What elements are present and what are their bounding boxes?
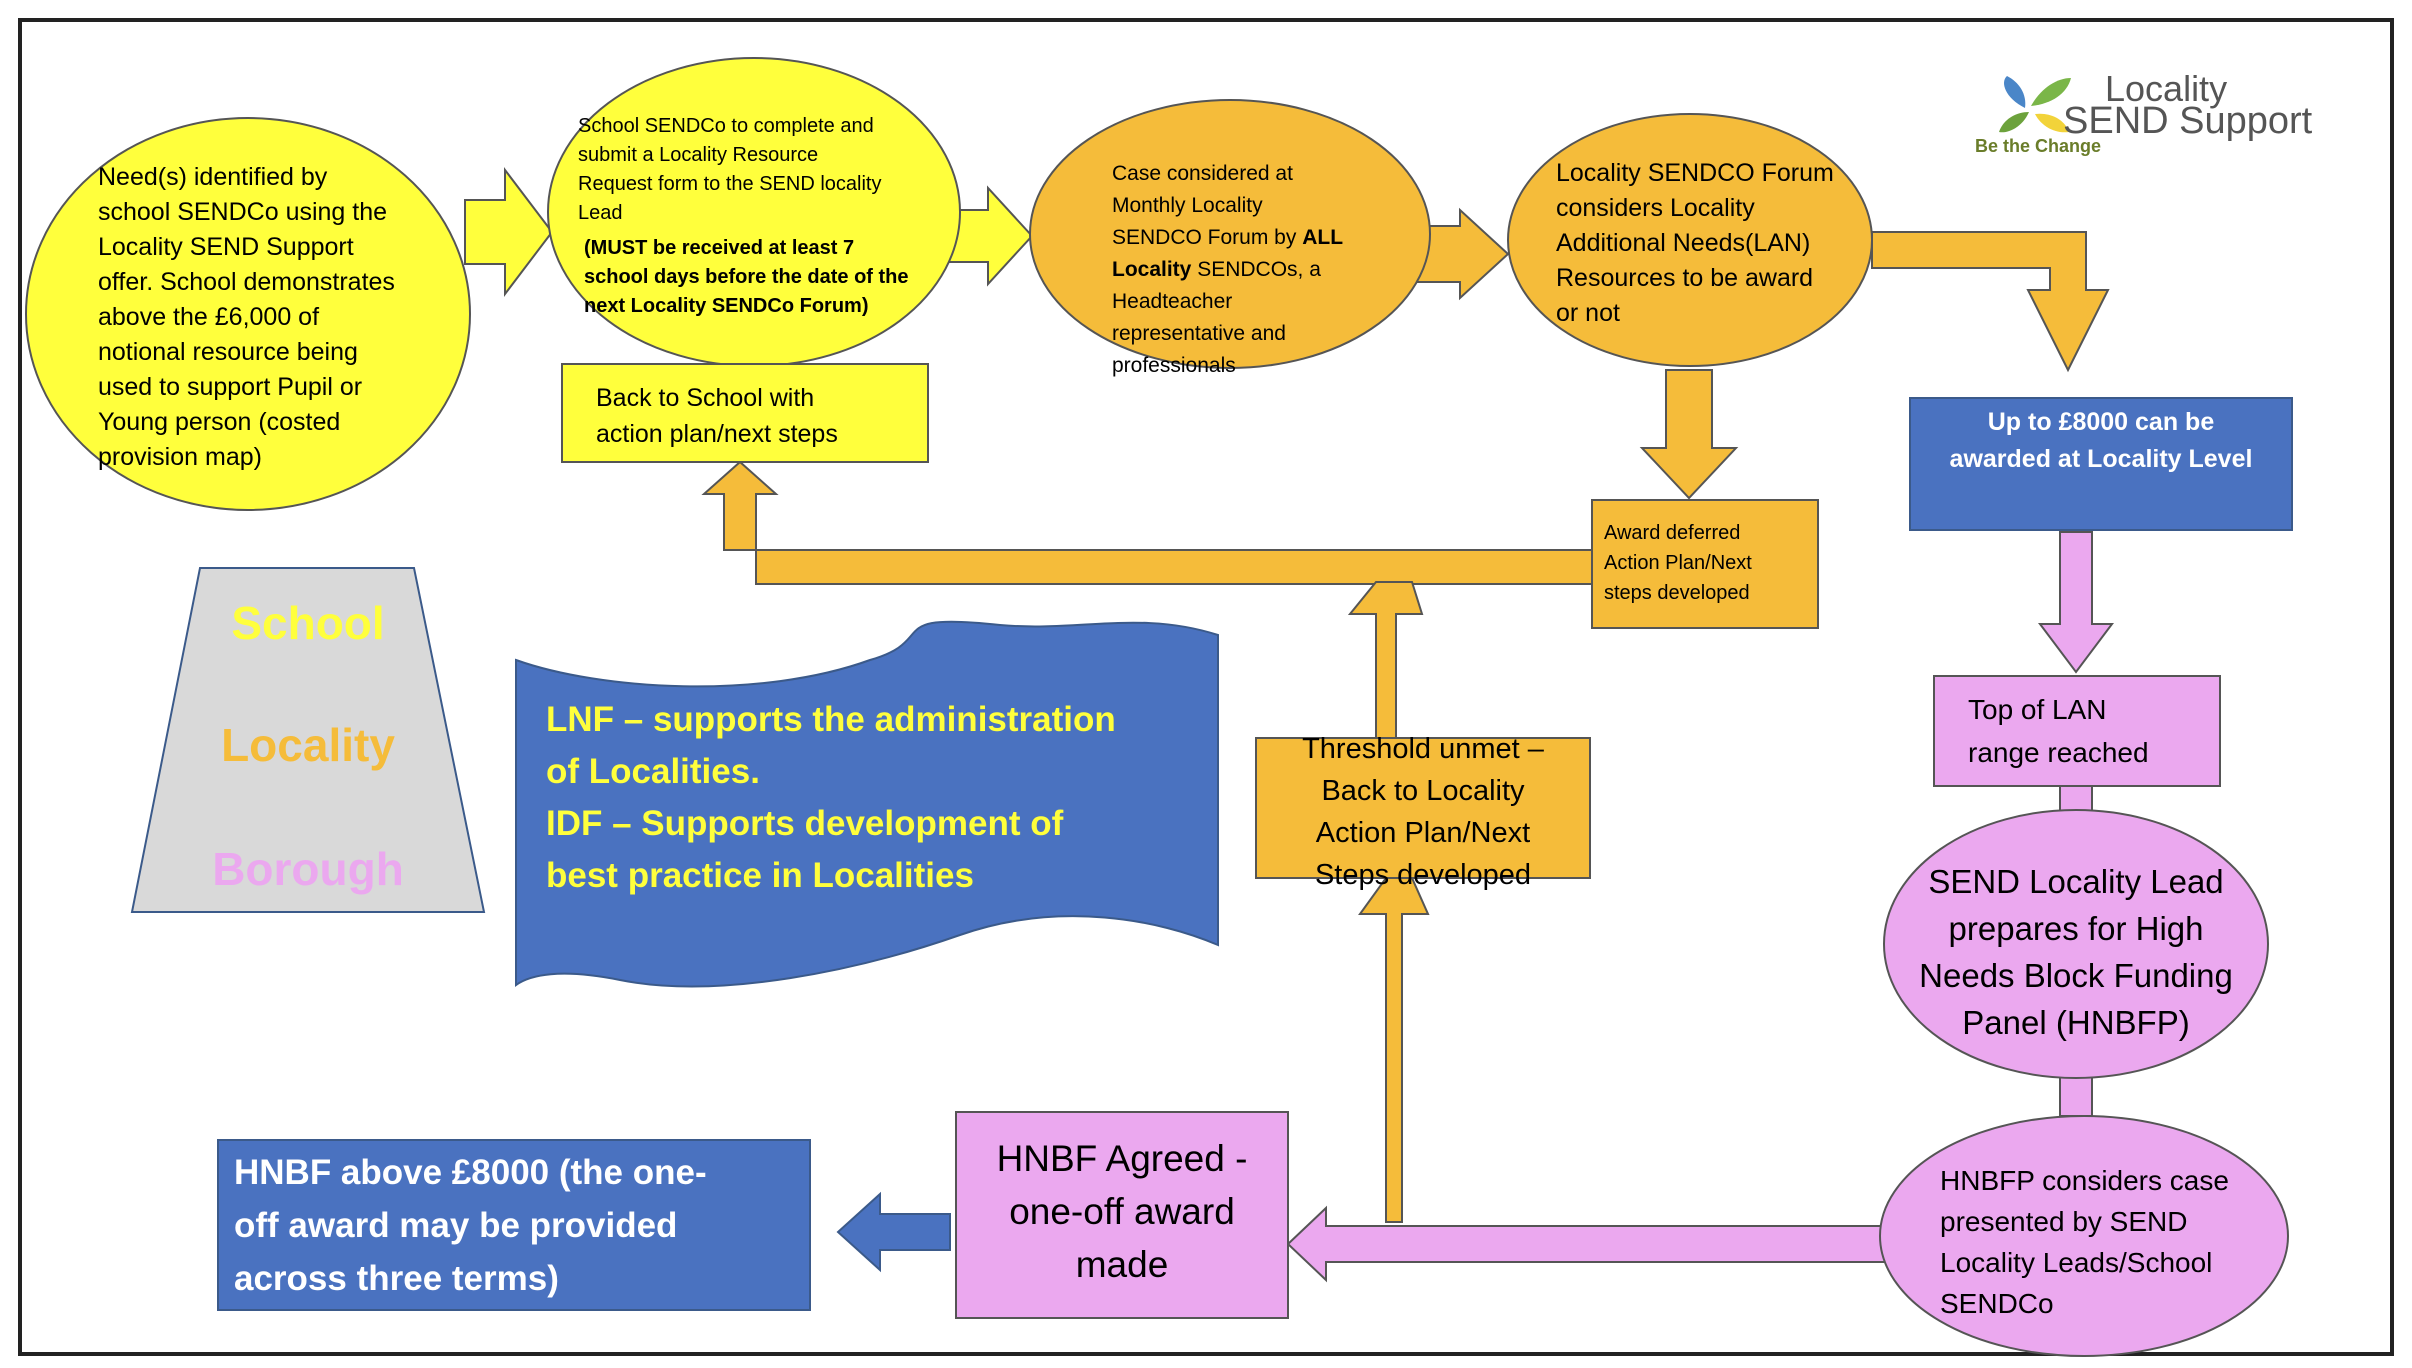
threshold-box xyxy=(1255,737,1591,879)
send-lead-label: SEND Locality Lead prepares for High Nee… xyxy=(1919,863,2233,1041)
top-lan-text: Top of LAN range reached xyxy=(1968,688,2208,774)
arrow-threshold-to-deferred xyxy=(1347,581,1424,739)
pyramid-locality-label: Locality xyxy=(221,719,395,771)
arrow-agreed-to-above xyxy=(836,1191,951,1273)
hnbf-above-text: HNBF above £8000 (the one- off award may… xyxy=(234,1146,814,1305)
pyramid-borough-label: Borough xyxy=(212,843,404,895)
deferred-text: Award deferred Action Plan/Next steps de… xyxy=(1604,518,1814,608)
agreed-box xyxy=(955,1111,1289,1319)
arrow-agreed-to-threshold xyxy=(1358,877,1430,1223)
submit-label: School SENDCo to complete and submit a L… xyxy=(578,115,882,224)
forum-text: Locality SENDCO Forum considers Locality… xyxy=(1556,156,1876,331)
deferred-box xyxy=(1591,499,1819,629)
leaves-icon xyxy=(1999,76,2071,133)
back-school-label: Back to School with action plan/next ste… xyxy=(596,384,838,448)
arrow-hnbfp-to-agreed xyxy=(1286,1205,1887,1283)
case-label-c: SENDCOs, a Headteacher representative an… xyxy=(1112,258,1321,377)
deferred-label: Award deferred Action Plan/Next steps de… xyxy=(1604,522,1752,604)
arrow-sendlead-to-hnbfp xyxy=(2059,1075,2093,1117)
logo-line1: Locality xyxy=(2105,68,2228,109)
up-to-text: Up to £8000 can be awarded at Locality L… xyxy=(1910,404,2292,478)
case-label-a: Case considered at Monthly Locality SEND… xyxy=(1112,162,1297,249)
hnbfp-ellipse xyxy=(1879,1115,2289,1357)
agreed-label: HNBF Agreed - one-off award made xyxy=(996,1138,1248,1285)
hnbfp-label: HNBFP considers case presented by SEND L… xyxy=(1940,1165,2229,1319)
hnbf-above-box xyxy=(217,1139,811,1311)
arrow-need-to-submit xyxy=(464,167,554,297)
pyramid-school-label: School xyxy=(231,597,385,649)
locality-send-support-logo: Locality SEND Support Be the Change xyxy=(1975,62,2315,172)
back-school-text: Back to School with action plan/next ste… xyxy=(596,380,916,452)
logo-tagline: Be the Change xyxy=(1975,136,2102,156)
case-text: Case considered at Monthly Locality SEND… xyxy=(1112,126,1382,382)
back-school-box xyxy=(561,363,929,463)
forum-ellipse xyxy=(1507,113,1873,367)
top-lan-box xyxy=(1933,675,2221,787)
lnf-banner xyxy=(515,620,1219,988)
arrow-forum-to-deferred xyxy=(1639,369,1739,500)
need-text: Need(s) identified by school SENDCo usin… xyxy=(98,160,438,475)
arrow-deferred-to-backschool xyxy=(701,460,1593,585)
need-label: Need(s) identified by school SENDCo usin… xyxy=(98,163,395,471)
arrow-upto-to-toplan xyxy=(2038,531,2114,674)
top-lan-label: Top of LAN range reached xyxy=(1968,694,2149,768)
logo-line2: SEND Support xyxy=(2063,100,2313,142)
pyramid-shape xyxy=(130,567,486,913)
send-lead-ellipse xyxy=(1883,809,2269,1079)
threshold-label: Threshold unmet – Back to Locality Actio… xyxy=(1302,733,1544,891)
arrow-forum-to-upto xyxy=(1871,231,2110,373)
hnbf-above-label: HNBF above £8000 (the one- off award may… xyxy=(234,1153,707,1298)
case-ellipse xyxy=(1029,99,1431,369)
submit-text: School SENDCo to complete and submit a L… xyxy=(578,112,938,321)
hnbfp-text: HNBFP considers case presented by SEND L… xyxy=(1940,1160,2260,1324)
up-to-label: Up to £8000 can be awarded at Locality L… xyxy=(1949,408,2253,473)
arrow-submit-to-case xyxy=(947,185,1034,287)
up-to-box xyxy=(1909,397,2293,531)
submit-bold-label: (MUST be received at least 7 school days… xyxy=(584,237,909,317)
need-ellipse xyxy=(25,117,471,511)
arrow-toplan-to-sendlead xyxy=(2059,785,2093,813)
case-label-b: ALL Locality xyxy=(1112,226,1344,281)
lnf-label: LNF – supports the administration of Loc… xyxy=(546,700,1116,895)
send-lead-text: SEND Locality Lead prepares for High Nee… xyxy=(1884,858,2268,1046)
agreed-text: HNBF Agreed - one-off award made xyxy=(956,1132,1288,1291)
forum-label: Locality SENDCO Forum considers Locality… xyxy=(1556,159,1834,327)
lnf-text: LNF – supports the administration of Loc… xyxy=(546,694,1216,902)
threshold-text: Threshold unmet – Back to Locality Actio… xyxy=(1256,728,1590,896)
